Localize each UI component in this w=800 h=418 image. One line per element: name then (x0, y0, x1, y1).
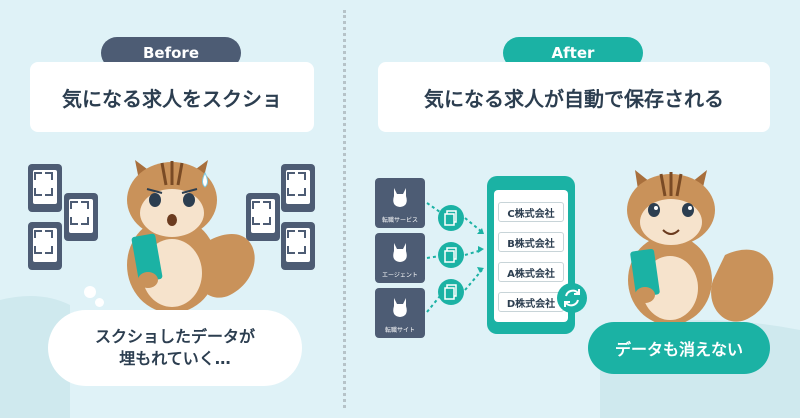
before-title: 気になる求人をスクショ (30, 62, 314, 132)
copy-icon (438, 279, 464, 305)
before-speech-bubble: スクショしたデータが 埋もれていく… (48, 310, 302, 386)
screenshot-phone-icon (281, 222, 315, 270)
copy-icon (438, 205, 464, 231)
sync-icon (557, 283, 587, 313)
company-card: C株式会社 (498, 202, 564, 222)
screenshot-phone-icon (64, 193, 98, 241)
company-card: D株式会社 (498, 292, 564, 312)
bubble-line: スクショしたデータが (94, 327, 255, 346)
job-source-label: エージェント (382, 272, 418, 279)
section-divider (343, 10, 346, 408)
after-title: 気になる求人が自動で保存される (378, 62, 770, 132)
screenshot-phone-icon (281, 164, 315, 212)
copy-icon (438, 242, 464, 268)
job-source-label: 転職サイト (384, 327, 415, 334)
squirrel-silhouette-icon (393, 243, 407, 262)
job-source-card: 転職サイト (375, 288, 425, 338)
job-source-card: エージェント (375, 233, 425, 283)
bubble-line: 埋もれていく… (119, 349, 231, 368)
thought-dot (95, 298, 104, 307)
screenshot-phone-icon (246, 193, 280, 241)
screenshot-phone-icon (28, 164, 62, 212)
company-card: B株式会社 (498, 232, 564, 252)
happy-squirrel-illustration (627, 170, 774, 325)
squirrel-silhouette-icon (393, 298, 407, 317)
after-cta-badge: データも消えない (588, 322, 770, 374)
company-card: A株式会社 (498, 262, 564, 282)
squirrel-silhouette-icon (393, 188, 407, 207)
worried-squirrel-illustration (127, 160, 255, 313)
job-source-label: 転職サービス (381, 217, 418, 224)
screenshot-phone-icon (28, 222, 62, 270)
job-source-card: 転職サービス (375, 178, 425, 228)
thought-dot (84, 286, 96, 298)
